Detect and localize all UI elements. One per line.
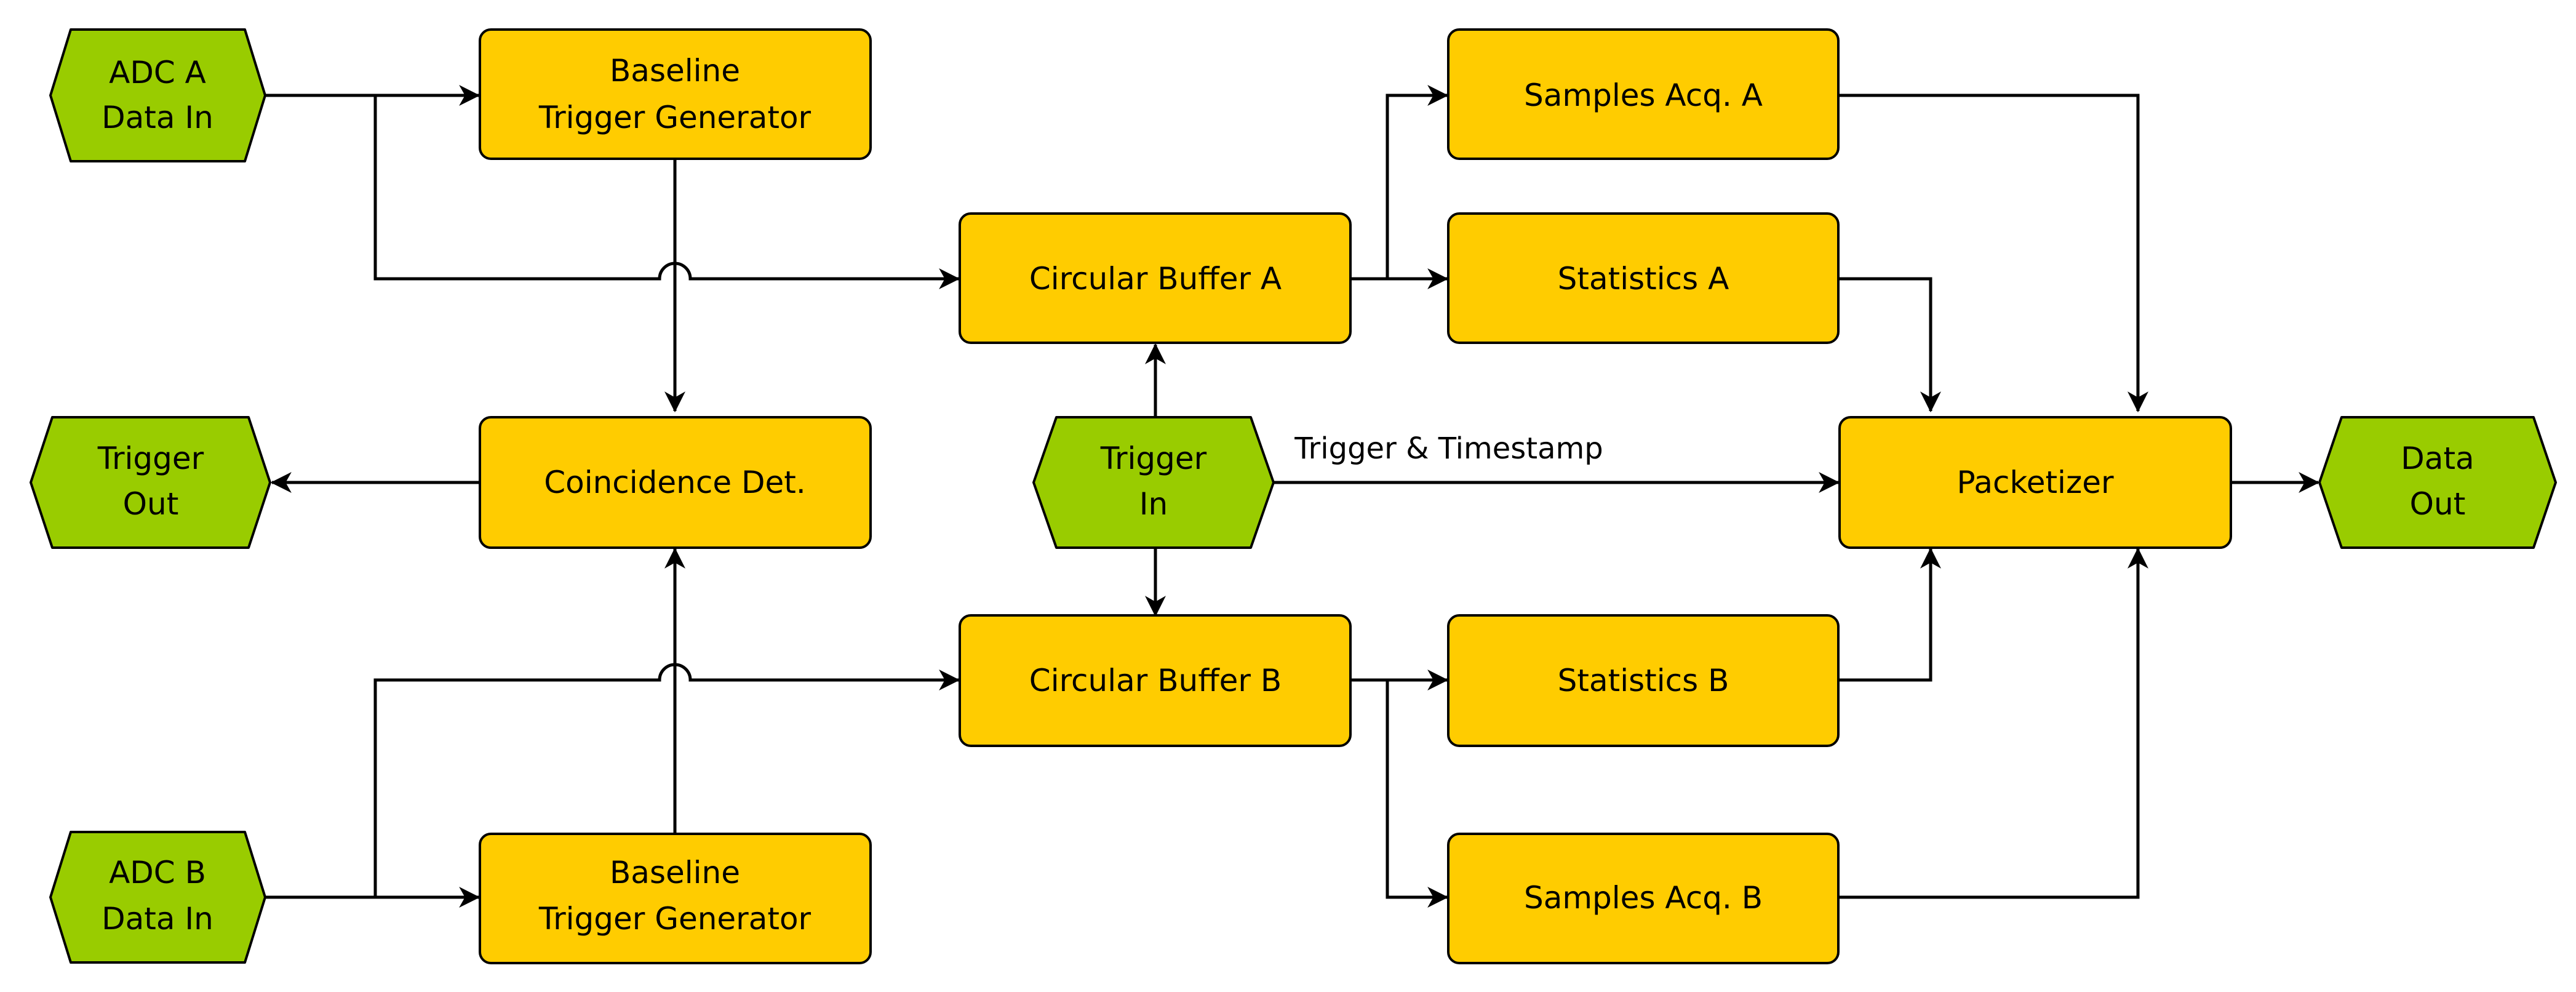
block-samples-acq-b: Samples Acq. B (1447, 833, 1840, 964)
wire-statistics-b-to-packetizer (1838, 547, 1941, 682)
block-samples-acq-a: Samples Acq. A (1447, 28, 1840, 160)
block-packetizer: Packetizer (1838, 416, 2232, 549)
block-samples-b-label: Samples Acq. B (1524, 880, 1763, 916)
block-baseline-trigger-generator-a: Baseline Trigger Generator (479, 28, 872, 160)
port-trigger-out-line1: Trigger (97, 441, 204, 476)
wire-statistics-a-to-packetizer (1838, 277, 1941, 413)
port-data-out-line1: Data (2401, 441, 2474, 476)
block-circular-buffer-b: Circular Buffer B (959, 614, 1352, 747)
wire-samples-b-to-packetizer (1838, 547, 2148, 899)
block-coincidence-label: Coincidence Det. (544, 465, 806, 500)
block-coincidence-detector: Coincidence Det. (479, 416, 872, 549)
port-trigger-in: Trigger In (1032, 416, 1275, 549)
port-adc-a-line1: ADC A (109, 55, 206, 90)
block-baseline-a-line1: Baseline (610, 53, 740, 89)
port-trigger-in-line1: Trigger (1100, 441, 1207, 476)
block-circular-buffer-a: Circular Buffer A (959, 212, 1352, 344)
port-data-out: Data Out (2318, 416, 2557, 549)
block-baseline-b-line1: Baseline (610, 855, 740, 890)
connections (265, 85, 2320, 908)
block-baseline-b-line2: Trigger Generator (538, 901, 811, 937)
port-data-out-line2: Out (2410, 486, 2466, 522)
port-adc-b-line1: ADC B (109, 855, 206, 890)
port-trigger-out: Trigger Out (30, 416, 271, 549)
block-statistics-a: Statistics A (1447, 212, 1840, 344)
block-samples-a-label: Samples Acq. A (1524, 78, 1763, 113)
block-statistics-b-label: Statistics B (1558, 663, 1729, 698)
port-adc-a-line2: Data In (102, 100, 213, 135)
block-statistics-b: Statistics B (1447, 614, 1840, 747)
block-circ-buf-a-label: Circular Buffer A (1029, 261, 1282, 297)
edge-label-trigger-timestamp: Trigger & Timestamp (1294, 431, 1603, 466)
block-packetizer-label: Packetizer (1956, 465, 2113, 500)
block-baseline-trigger-generator-b: Baseline Trigger Generator (479, 833, 872, 964)
wire-circ-buf-a-to-samples-a (1350, 85, 1449, 281)
block-statistics-a-label: Statistics A (1558, 261, 1729, 297)
port-adc-b-line2: Data In (102, 901, 213, 937)
port-adc-a: ADC A Data In (49, 28, 266, 162)
wire-circ-buf-b-to-samples-b (1386, 680, 1449, 908)
wire-samples-a-to-packetizer (1838, 94, 2148, 413)
block-baseline-a-line2: Trigger Generator (538, 100, 811, 135)
block-circ-buf-b-label: Circular Buffer B (1029, 663, 1282, 698)
port-adc-b: ADC B Data In (49, 831, 266, 964)
port-trigger-in-line2: In (1139, 486, 1168, 522)
port-trigger-out-line2: Out (123, 486, 179, 522)
